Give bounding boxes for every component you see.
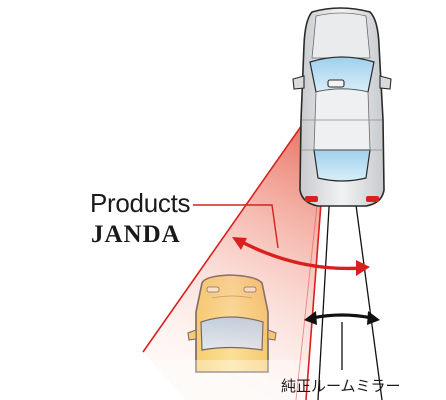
own-car-roof <box>313 88 371 151</box>
wide-view-angle-arrow <box>232 237 370 276</box>
oem-mirror-label: 純正ルームミラー <box>281 377 401 395</box>
own-car <box>292 7 392 207</box>
own-car-left-taillight <box>305 196 318 202</box>
own-car-right-taillight <box>366 196 379 202</box>
own-car-hood <box>311 12 371 59</box>
rearview-mirror-icon <box>327 79 345 88</box>
own-car-right-side-mirror <box>379 75 392 90</box>
own-car-left-side-mirror <box>292 75 305 90</box>
wide-view-left-edge <box>142 84 331 353</box>
products-label: Products <box>90 188 191 218</box>
standard-view-angle-arrow <box>304 311 380 325</box>
own-car-rear-window <box>313 149 371 182</box>
brand-label: JANDA <box>91 221 181 248</box>
products-leader-line <box>193 204 279 249</box>
